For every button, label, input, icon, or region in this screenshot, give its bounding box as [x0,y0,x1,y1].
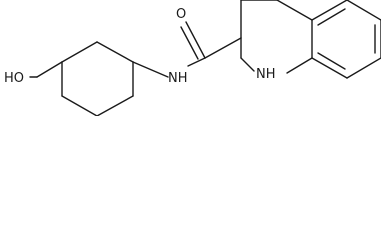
cyclohexane-ring [36,41,134,116]
bond-cyc-2 [61,41,98,63]
benzene-ring [311,0,381,79]
bond-bz-5 [311,57,348,79]
molecule-svg: O NH NH HO [4,0,381,116]
bond-carbonyl-c2 [204,37,242,59]
structure-diagram: O NH NH HO [0,0,381,116]
bond-nh-carbonyl [187,57,206,67]
bond-bz-1 [311,0,348,21]
bond-cyc-3 [96,41,134,63]
atom-oxygen-carbonyl: O [176,7,186,22]
bond-carbonyl-2 [180,26,199,60]
bond-thq-6 [240,57,255,72]
bond-cyc-6 [61,95,98,116]
bond-carbonyl-1 [185,21,206,59]
atom-hydroxyl: HO [4,71,24,86]
tetrahydro-ring [240,0,313,74]
atom-amide-nitrogen: NH [168,71,188,86]
atom-ring-nitrogen: NH [256,67,276,82]
bond-cyc-1 [36,61,63,78]
bond-bz-inner-3 [317,52,346,70]
bond-bz-4 [346,57,381,79]
bond-thq-5 [286,57,313,74]
bond-thq-3 [276,0,313,21]
bond-bz-inner-1 [317,8,346,26]
bond-bz-2 [346,0,381,21]
bond-cyc-nh [132,61,169,78]
bond-cyc-5 [96,95,134,116]
